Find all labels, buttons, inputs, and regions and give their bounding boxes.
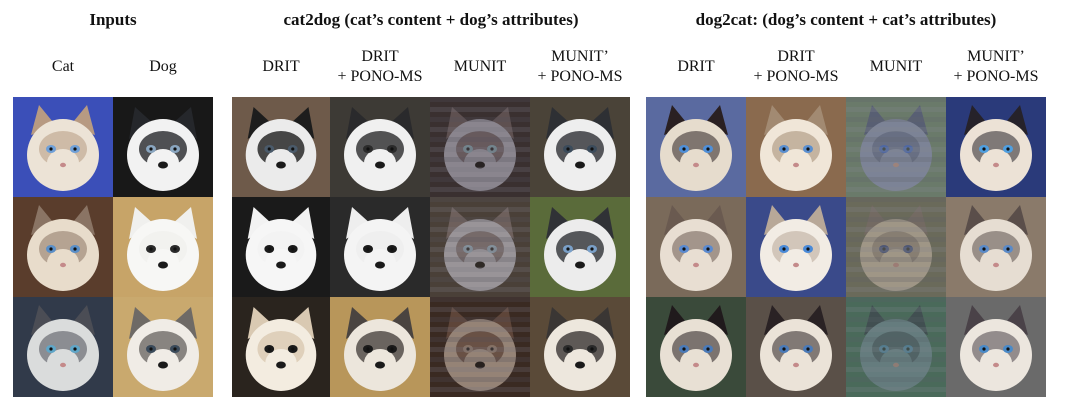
cat2dog-header-drit: DRIT	[232, 45, 330, 89]
header-line: + PONO-MS	[753, 68, 839, 85]
dog2cat-image-r3-c1	[646, 297, 746, 397]
inputs-title: Inputs	[89, 10, 137, 29]
dog2cat-header-munit: MUNIT	[846, 45, 946, 89]
dog2cat-image-r1-c1	[646, 97, 746, 197]
cat2dog-image-r2-c2	[330, 197, 430, 297]
cat2dog-image-r2-c3	[430, 197, 530, 297]
header-cat-label: Cat	[51, 58, 75, 75]
cat2dog-header-drit-pono: DRIT + PONO-MS	[330, 45, 430, 89]
inputs-image-r2-c2	[113, 197, 213, 297]
dog2cat-image-r2-c3	[846, 197, 946, 297]
header-line: MUNIT’	[551, 48, 609, 65]
header-line: MUNIT’	[967, 48, 1025, 65]
dog2cat-header-drit-pono: DRIT + PONO-MS	[746, 45, 846, 89]
cat2dog-image-r3-c1	[232, 297, 330, 397]
header-line: DRIT	[677, 58, 715, 75]
inputs-image-r2-c1	[13, 197, 113, 297]
cat2dog-image-r1-c1	[232, 97, 330, 197]
header-line: MUNIT	[869, 58, 923, 75]
dog2cat-image-r2-c2	[746, 197, 846, 297]
header-line: DRIT	[777, 48, 815, 65]
cat2dog-image-r2-c4	[530, 197, 630, 297]
cat2dog-title: cat2dog (cat’s content + dog’s attribute…	[283, 10, 579, 29]
header-line: DRIT	[361, 48, 399, 65]
dog2cat-image-r3-c4	[946, 297, 1046, 397]
dog2cat-image-r3-c3	[846, 297, 946, 397]
header-cat: Cat	[13, 45, 113, 89]
dog2cat-image-r1-c4	[946, 97, 1046, 197]
cat2dog-image-r3-c2	[330, 297, 430, 397]
dog2cat-image-r1-c3	[846, 97, 946, 197]
dog2cat-image-r1-c2	[746, 97, 846, 197]
header-line: + PONO-MS	[953, 68, 1039, 85]
header-line: + PONO-MS	[337, 68, 423, 85]
inputs-image-r1-c1	[13, 97, 113, 197]
dog2cat-title: dog2cat: (dog’s content + cat’s attribut…	[695, 10, 997, 29]
inputs-image-r1-c2	[113, 97, 213, 197]
dog2cat-header-munit-pono: MUNIT’ + PONO-MS	[946, 45, 1046, 89]
cat2dog-image-r2-c1	[232, 197, 330, 297]
cat2dog-image-r1-c3	[430, 97, 530, 197]
dog2cat-image-r3-c2	[746, 297, 846, 397]
cat2dog-image-r3-c4	[530, 297, 630, 397]
header-line: MUNIT	[453, 58, 507, 75]
header-line: + PONO-MS	[537, 68, 623, 85]
inputs-image-r3-c1	[13, 297, 113, 397]
dog2cat-image-r2-c4	[946, 197, 1046, 297]
header-dog: Dog	[113, 45, 213, 89]
cat2dog-image-r1-c4	[530, 97, 630, 197]
dog2cat-header-drit: DRIT	[646, 45, 746, 89]
header-line: DRIT	[262, 58, 300, 75]
dog2cat-image-r2-c1	[646, 197, 746, 297]
inputs-image-r3-c2	[113, 297, 213, 397]
cat2dog-image-r3-c3	[430, 297, 530, 397]
cat2dog-header-munit: MUNIT	[430, 45, 530, 89]
header-dog-label: Dog	[149, 58, 177, 75]
cat2dog-header-munit-pono: MUNIT’ + PONO-MS	[530, 45, 630, 89]
cat2dog-image-r1-c2	[330, 97, 430, 197]
